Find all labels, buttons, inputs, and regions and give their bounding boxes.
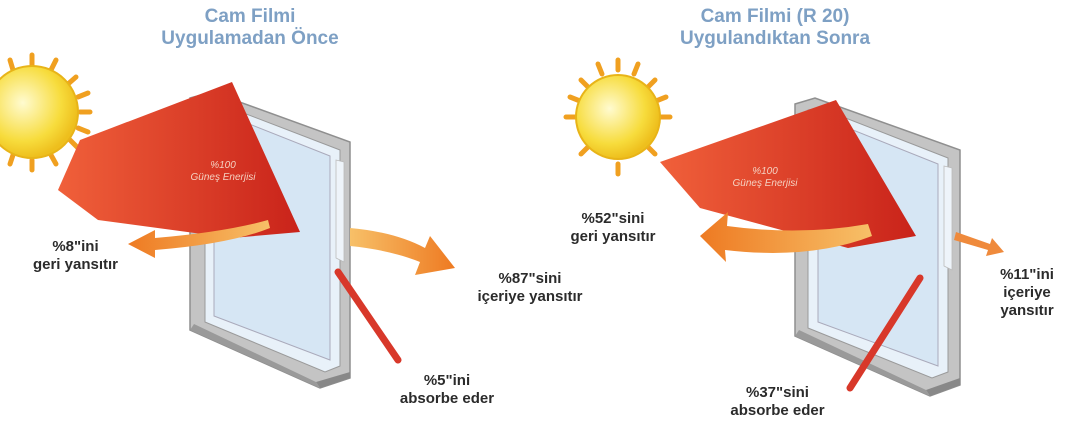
reflected-percent: %8"ini [52,238,99,255]
incoming-energy-beam [58,82,300,238]
title-line: Uygulamadan Önce [161,28,339,49]
transmitted-caption: içeriye yansıtır [477,288,583,305]
reflected-percent: %52"sini [581,210,645,227]
title-line: Cam Filmi [204,6,296,27]
reflected-caption: geri yansıtır [570,228,656,245]
title-line: Uygulandıktan Sonra [679,28,871,49]
reflected-label: %52"sini geri yansıtır [548,210,678,246]
absorbed-percent: %37"sini [746,384,809,401]
transmitted-percent: %11"ini [1000,266,1054,283]
reflected-caption: geri yansıtır [32,256,119,273]
title-line: Cam Filmi (R 20) [700,6,850,27]
sun-icon [0,52,93,173]
transmitted-arrow [350,228,455,275]
transmitted-label: %11"ini içeriye yansıtır [972,266,1082,320]
absorbed-caption: absorbe eder [730,402,825,419]
incoming-label: %100 Güneş Enerjisi [710,166,820,190]
panel-title: Cam Filmi Uygulamadan Önce [150,6,350,50]
reflected-arrow [700,212,872,262]
reflected-arrow [128,220,270,258]
incoming-caption: Güneş Enerjisi [732,178,798,189]
absorbed-percent: %5"ini [423,372,471,389]
sun-icon [563,57,673,177]
transmitted-arrow [954,232,1004,256]
incoming-energy-beam [660,100,916,248]
absorbed-label: %37"sini absorbe eder [690,384,865,420]
incoming-percent: %100 [752,166,778,177]
absorbed-caption: absorbe eder [399,390,495,407]
absorbed-bar [334,268,402,364]
incoming-percent: %100 [210,160,236,171]
transmitted-label: %87"sini içeriye yansıtır [440,270,620,306]
absorbed-label: %5"ini absorbe eder [362,372,532,408]
incoming-label: %100 Güneş Enerjisi [168,160,278,184]
incoming-caption: Güneş Enerjisi [190,172,256,183]
transmitted-percent: %87"sini [498,270,562,287]
absorbed-bar [846,274,924,392]
reflected-label: %8"ini geri yansıtır [8,238,143,274]
transmitted-caption: içeriye [1003,284,1051,301]
panel-title: Cam Filmi (R 20) Uygulandıktan Sonra [640,6,910,50]
transmitted-caption: yansıtır [1000,302,1054,319]
